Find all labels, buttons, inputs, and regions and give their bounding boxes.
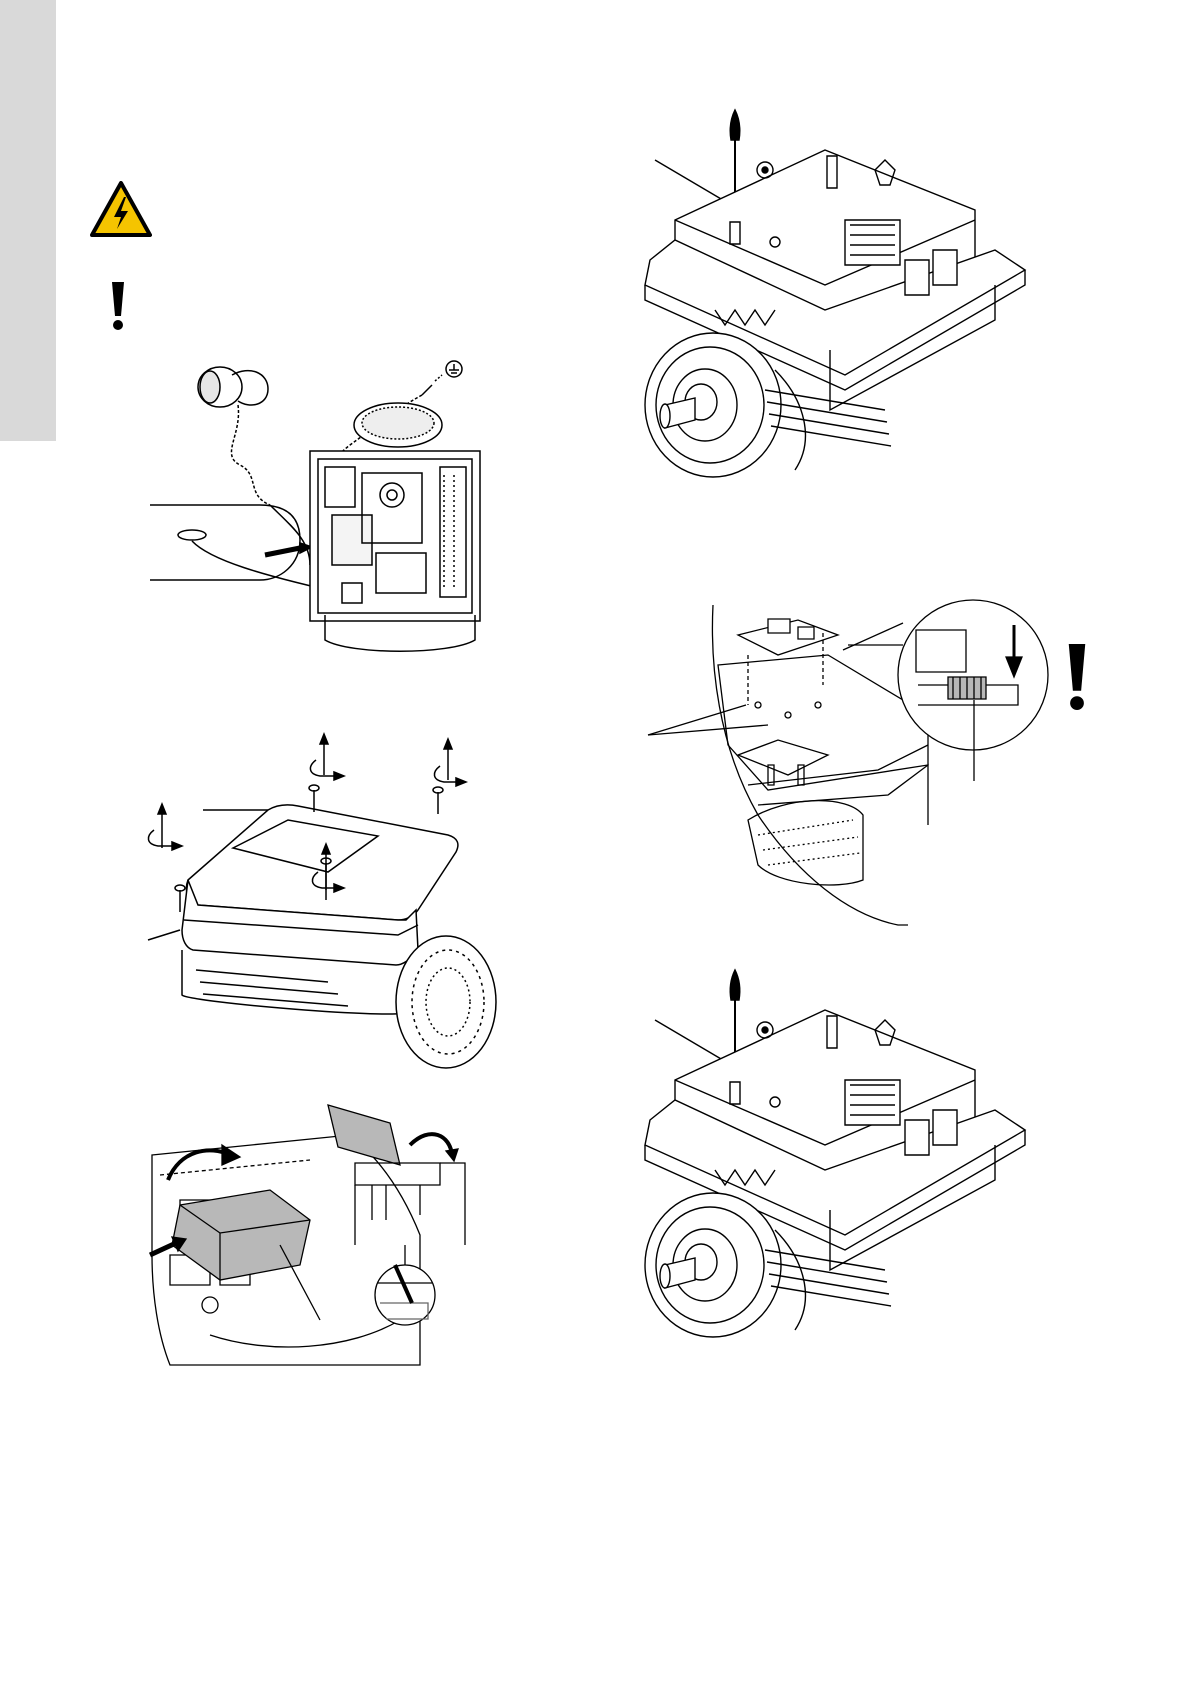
caution-exclamation-icon <box>1066 640 1088 714</box>
electrical-hazard-warning-icon <box>90 181 152 237</box>
terminal-box-screwdriver-figure-2 <box>655 970 1060 1355</box>
shield-cover-removal-figure <box>150 1105 520 1370</box>
terminal-box-screwdriver-figure-1 <box>655 110 1060 495</box>
caution-exclamation-icon <box>110 282 126 330</box>
functional-module-insertion-figure <box>648 605 1048 930</box>
cover-screws-removal-figure <box>148 740 508 1095</box>
esd-wrist-strap-and-ground-cable-figure <box>150 355 510 655</box>
side-tab <box>0 0 56 441</box>
